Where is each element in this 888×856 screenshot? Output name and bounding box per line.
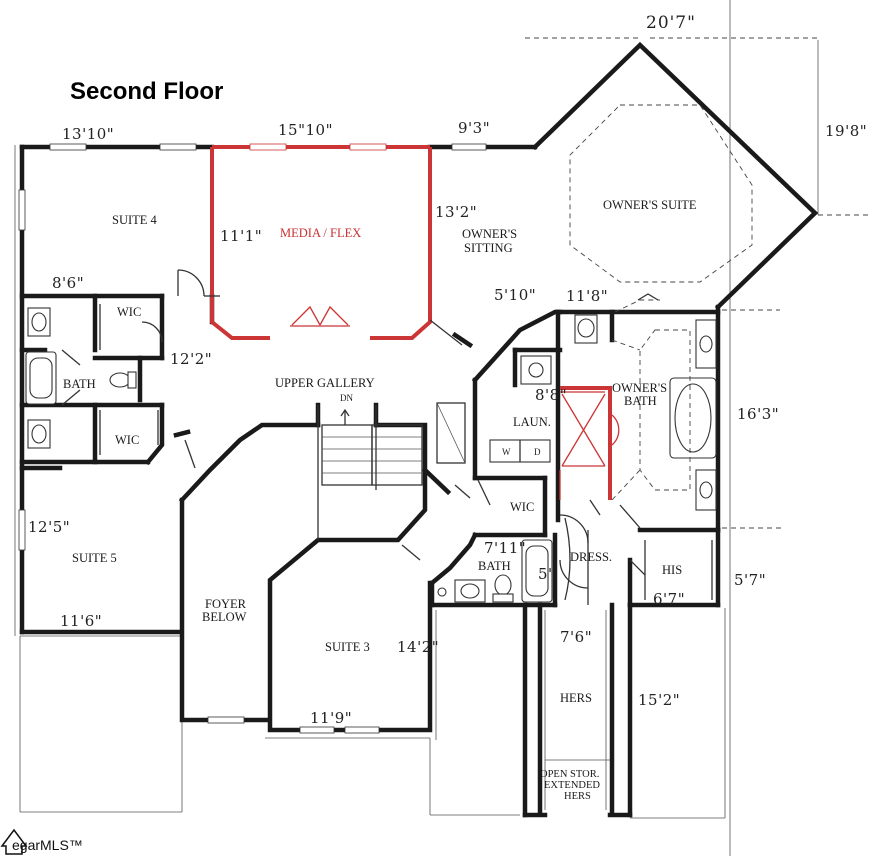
dim-6-7: 6'7" <box>653 590 685 608</box>
dim-16-3: 16'3" <box>737 405 779 423</box>
room-label-foyer-2: BELOW <box>202 610 247 624</box>
dimension-labels: 20'7" 13'10" 15"10" 9'3" 19'8" 13'2" 11'… <box>28 13 867 727</box>
dim-5-7: 5'7" <box>734 571 766 589</box>
room-label-wic-top: WIC <box>117 305 141 319</box>
washer-label: W <box>502 447 511 457</box>
dim-15-10: 15"10" <box>278 121 333 139</box>
room-label-wic-mid: WIC <box>115 433 139 447</box>
dim-12-2: 12'2" <box>170 350 212 368</box>
dim-12-5: 12'5" <box>28 518 70 536</box>
room-label-owners-bath-1: OWNER'S <box>612 381 667 395</box>
dim-8-6: 8'6" <box>52 274 84 292</box>
room-label-his: HIS <box>662 563 682 577</box>
dim-13-2: 13'2" <box>435 203 477 221</box>
room-label-owners-sitting-1: OWNER'S <box>462 227 517 241</box>
dim-20-7: 20'7" <box>646 13 696 33</box>
room-label-owners-sitting-2: SITTING <box>464 241 513 255</box>
room-label-bath-center: BATH <box>478 559 511 573</box>
room-labels: SUITE 4 MEDIA / FLEX OWNER'S SITTING OWN… <box>63 198 697 802</box>
room-label-open-storage-1: OPEN STOR. <box>540 769 599 780</box>
fixtures <box>25 295 717 810</box>
room-label-upper-gallery: UPPER GALLERY <box>275 376 375 390</box>
dim-7-11: 7'11" <box>484 539 526 557</box>
dim-11-9: 11'9" <box>310 709 352 727</box>
room-label-open-storage-2: EXTENDED <box>544 780 600 791</box>
dim-14-2: 14'2" <box>397 638 439 656</box>
room-label-owners-suite: OWNER'S SUITE <box>603 198 697 212</box>
stairs <box>317 402 466 540</box>
room-label-suite3: SUITE 3 <box>325 640 370 654</box>
dim-11-8: 11'8" <box>566 287 608 305</box>
dim-15-2: 15'2" <box>638 691 680 709</box>
dim-11-1: 11'1" <box>220 227 262 245</box>
room-label-owners-bath-2: BATH <box>624 394 657 408</box>
construction-lines <box>14 0 870 856</box>
dim-8-8: 8'8" <box>535 386 567 404</box>
room-label-dress: DRESS. <box>570 550 612 564</box>
dim-5: 5' <box>538 565 553 583</box>
dryer-label: D <box>534 447 541 457</box>
room-label-foyer-1: FOYER <box>205 597 247 611</box>
room-label-wic-right: WIC <box>510 500 534 514</box>
tray-ceiling <box>569 104 753 313</box>
stairs-down-label: DN <box>340 393 353 403</box>
dim-7-6: 7'6" <box>560 628 592 646</box>
room-label-bath-left: BATH <box>63 377 96 391</box>
room-label-suite4: SUITE 4 <box>112 213 158 227</box>
room-label-laundry: LAUN. <box>513 415 551 429</box>
watermark: egarMLS™ <box>0 828 83 855</box>
dim-11-6: 11'6" <box>60 612 102 630</box>
dim-9-3: 9'3" <box>458 119 490 137</box>
media-flex-outline <box>210 145 620 500</box>
dim-5-10: 5'10" <box>494 286 536 304</box>
room-label-hers: HERS <box>560 691 592 705</box>
room-label-open-storage-3: HERS <box>564 791 591 802</box>
room-label-suite5: SUITE 5 <box>72 551 117 565</box>
watermark-text: egarMLS™ <box>12 837 83 853</box>
room-label-media-flex: MEDIA / FLEX <box>280 226 361 240</box>
house-logo-icon <box>0 828 28 855</box>
page-title: Second Floor <box>70 78 223 105</box>
dim-19-8: 19'8" <box>825 122 867 140</box>
dim-13-10: 13'10" <box>62 125 114 143</box>
windows <box>18 143 487 734</box>
